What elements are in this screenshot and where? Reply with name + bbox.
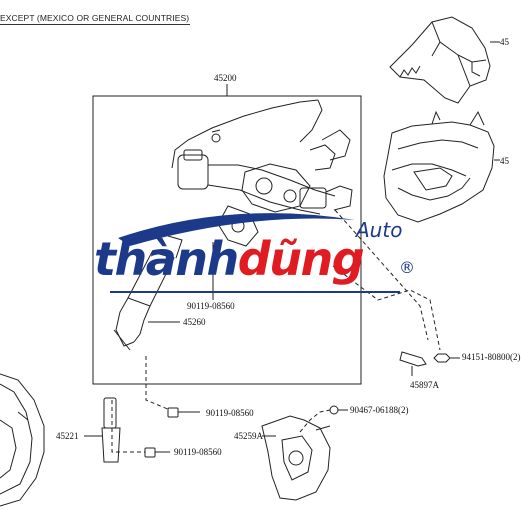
label-90119-08560-b: 90119-08560	[206, 408, 254, 418]
connector-lines	[111, 209, 441, 453]
parts-drawing	[0, 16, 500, 507]
label-45-mid: 45	[500, 156, 509, 166]
bolt-90119-c	[144, 447, 170, 458]
label-45897a: 45897A	[410, 380, 439, 390]
bolt-90119-b	[167, 407, 200, 418]
label-45259a: 45259A	[234, 431, 263, 441]
logo-wordmark: thànhdũng	[94, 236, 365, 282]
bracket-45259a	[261, 415, 331, 501]
logo-suffix: Auto	[356, 218, 403, 242]
bolt-45897a	[399, 351, 427, 376]
label-45260: 45260	[183, 317, 206, 327]
logo-part1: thành	[94, 232, 239, 286]
lower-column-cover	[383, 110, 495, 223]
bolt-94151	[433, 353, 460, 363]
label-45-top: 45	[500, 37, 509, 47]
logo-swoosh	[118, 213, 355, 246]
label-45200: 45200	[214, 73, 237, 83]
upper-column-cover	[389, 16, 491, 104]
logo-registered-mark: ®	[399, 258, 415, 277]
label-94151: 94151-80800(2)	[462, 352, 521, 362]
bolt-90467	[329, 405, 348, 415]
watermark-logo: thànhdũng Auto ®	[94, 218, 424, 302]
steering-column-assembly	[171, 99, 353, 247]
label-45221: 45221	[56, 431, 79, 441]
label-90119-08560-a: 90119-08560	[187, 301, 235, 311]
label-90467: 90467-06188(2)	[350, 405, 409, 415]
steering-wheel-partial	[0, 373, 45, 507]
diagram-header: EXCEPT (MEXICO OR GENERAL COUNTRIES)	[0, 13, 190, 23]
logo-part2: dũng	[237, 232, 365, 286]
diagram-canvas: EXCEPT (MEXICO OR GENERAL COUNTRIES)	[0, 13, 521, 507]
shaft-45221	[84, 397, 121, 463]
label-90119-08560-c: 90119-08560	[174, 447, 222, 457]
intermediate-shaft	[113, 235, 183, 351]
header-underline	[0, 24, 190, 25]
